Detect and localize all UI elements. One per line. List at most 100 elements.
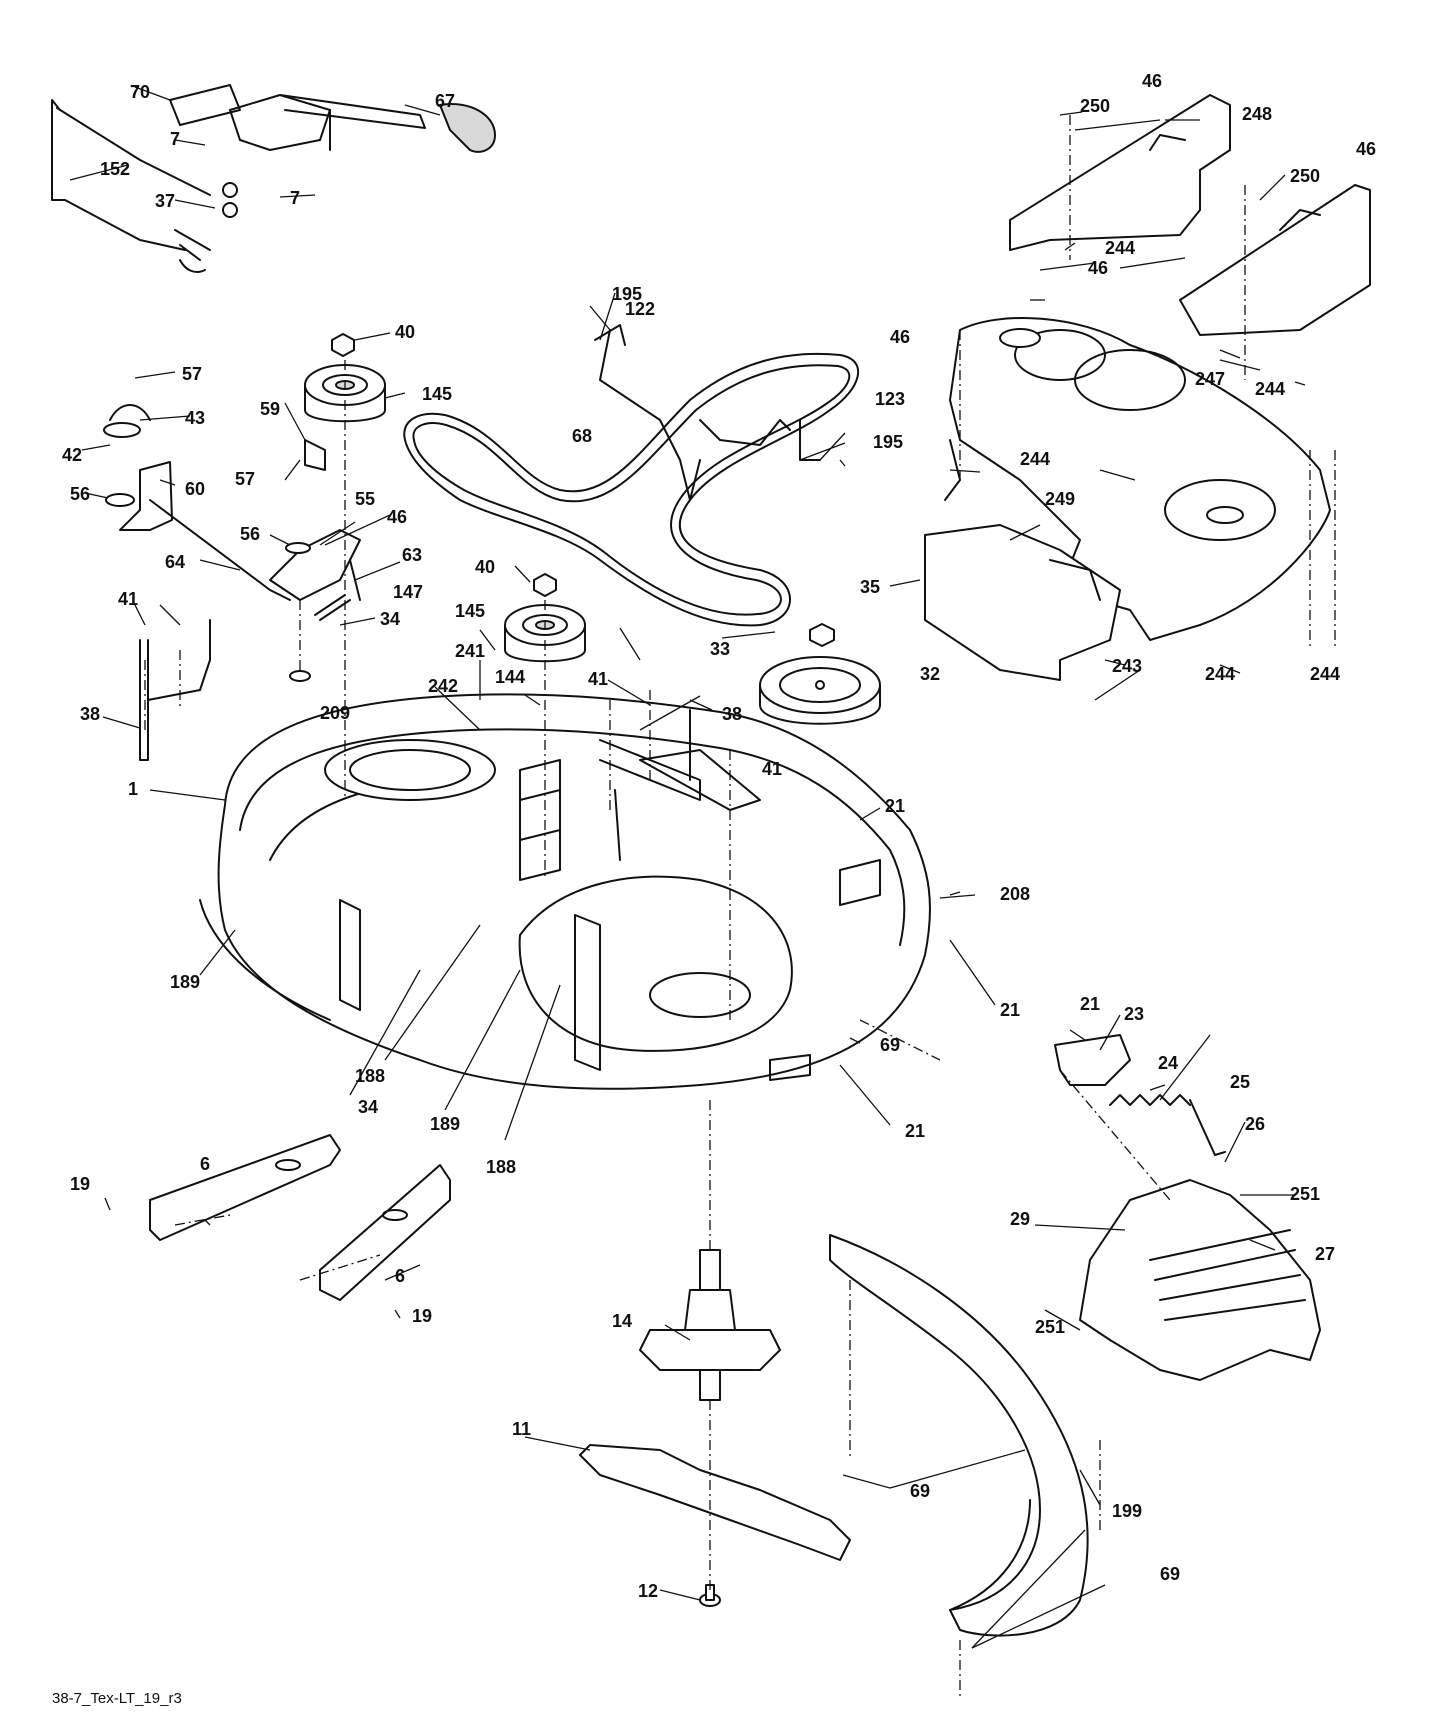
callout-67: 67	[435, 91, 455, 111]
callout-244-e: 244	[1310, 664, 1340, 684]
lift-arm-lower-6	[319, 1164, 451, 1301]
callout-152: 152	[100, 159, 130, 179]
callout-41-left: 41	[118, 589, 138, 609]
callout-46-c: 46	[1356, 139, 1376, 159]
drive-belt	[403, 352, 860, 627]
callout-55: 55	[355, 489, 375, 509]
callout-21-b: 21	[1000, 1000, 1020, 1020]
deflector-plate-248	[1009, 94, 1231, 251]
callout-195-right: 195	[873, 432, 903, 452]
callout-7-upper: 7	[170, 129, 180, 149]
callout-6-upper: 6	[200, 1154, 210, 1174]
callout-243: 243	[1112, 656, 1142, 676]
deflector-199	[829, 1234, 1089, 1637]
callout-56-left: 56	[70, 484, 90, 504]
callout-26: 26	[1245, 1114, 1265, 1134]
callout-247: 247	[1195, 369, 1225, 389]
callout-46-d: 46	[1088, 258, 1108, 278]
callout-250-left: 250	[1080, 96, 1110, 116]
callout-244-c: 244	[1020, 449, 1050, 469]
callout-57-upper: 57	[182, 364, 202, 384]
callout-123: 123	[875, 389, 905, 409]
diagram-code: 38-7_Tex-LT_19_r3	[52, 1690, 182, 1707]
callout-244-b: 244	[1255, 379, 1285, 399]
callout-145-upper: 145	[422, 384, 452, 404]
callout-6-lower: 6	[395, 1266, 405, 1286]
callout-189-right: 189	[430, 1114, 460, 1134]
callout-38-center: 38	[722, 704, 742, 724]
callout-35: 35	[860, 577, 880, 597]
callout-199: 199	[1112, 1501, 1142, 1521]
deflector-plate-247	[1179, 184, 1371, 336]
callout-64: 64	[165, 552, 185, 572]
callout-69-deck: 69	[880, 1035, 900, 1055]
callout-147: 147	[393, 582, 423, 602]
nut-33	[809, 623, 835, 647]
callout-242: 242	[428, 676, 458, 696]
spindle-pulley	[759, 656, 881, 725]
callout-69-bottom: 69	[1160, 1564, 1180, 1584]
callout-251-upper: 251	[1290, 1184, 1320, 1204]
callout-41-center: 41	[588, 669, 608, 689]
callout-241: 241	[455, 641, 485, 661]
nut-40-upper	[331, 333, 355, 357]
callout-57-center: 57	[235, 469, 255, 489]
spring-25	[1109, 1094, 1226, 1156]
callout-21-a: 21	[885, 796, 905, 816]
mower-deck	[199, 693, 931, 1090]
callout-250-right: 250	[1290, 166, 1320, 186]
callout-19-right: 19	[412, 1306, 432, 1326]
dashed-alignment-lines	[144, 115, 1336, 1700]
callout-60: 60	[185, 479, 205, 499]
callout-249: 249	[1045, 489, 1075, 509]
callout-19-left: 19	[70, 1174, 90, 1194]
callout-70: 70	[130, 82, 150, 102]
callout-21-d: 21	[905, 1121, 925, 1141]
callout-59: 59	[260, 399, 280, 419]
lift-link-left	[139, 619, 211, 761]
callout-208: 208	[1000, 884, 1030, 904]
callout-12: 12	[638, 1581, 658, 1601]
callout-labels: 1 6 6 7 7 11 12 14 19 19 21 21 21 21 23 …	[62, 71, 1376, 1601]
callout-189-left: 189	[170, 972, 200, 992]
callout-40-center: 40	[475, 557, 495, 577]
callout-195-upper: 195	[612, 284, 642, 304]
spindle-14	[639, 1249, 781, 1401]
callout-244-d: 244	[1205, 664, 1235, 684]
callout-21-c: 21	[1080, 994, 1100, 1014]
callout-37: 37	[155, 191, 175, 211]
callout-122: 122	[625, 299, 655, 319]
callout-34-lower: 34	[358, 1097, 378, 1117]
idler-arm-assembly	[103, 404, 361, 682]
lift-arm-upper-6	[149, 1134, 341, 1241]
callout-33: 33	[710, 639, 730, 659]
idler-pulley-upper	[304, 364, 386, 423]
callout-34-upper: 34	[380, 609, 400, 629]
shield-249	[924, 524, 1121, 681]
callout-32: 32	[920, 664, 940, 684]
callout-14: 14	[612, 1311, 632, 1331]
callout-38-left: 38	[80, 704, 100, 724]
belt-cover	[944, 317, 1331, 641]
callout-46-b: 46	[1142, 71, 1162, 91]
callout-29: 29	[1010, 1209, 1030, 1229]
callout-69-chute: 69	[910, 1481, 930, 1501]
nut-40-center	[533, 573, 557, 597]
callout-46-e: 46	[890, 327, 910, 347]
discharge-chute-27	[1079, 1179, 1321, 1381]
callout-56-center: 56	[240, 524, 260, 544]
lift-assembly	[51, 84, 497, 273]
callout-209: 209	[320, 703, 350, 723]
callout-63: 63	[402, 545, 422, 565]
callout-40-upper: 40	[395, 322, 415, 342]
callout-248: 248	[1242, 104, 1272, 124]
callout-11: 11	[512, 1419, 531, 1439]
callout-24: 24	[1158, 1053, 1178, 1073]
callout-68: 68	[572, 426, 592, 446]
callout-25: 25	[1230, 1072, 1250, 1092]
belt-guides	[594, 324, 821, 501]
callout-23: 23	[1124, 1004, 1144, 1024]
callout-1: 1	[128, 779, 138, 799]
callout-46-a: 46	[387, 507, 407, 527]
